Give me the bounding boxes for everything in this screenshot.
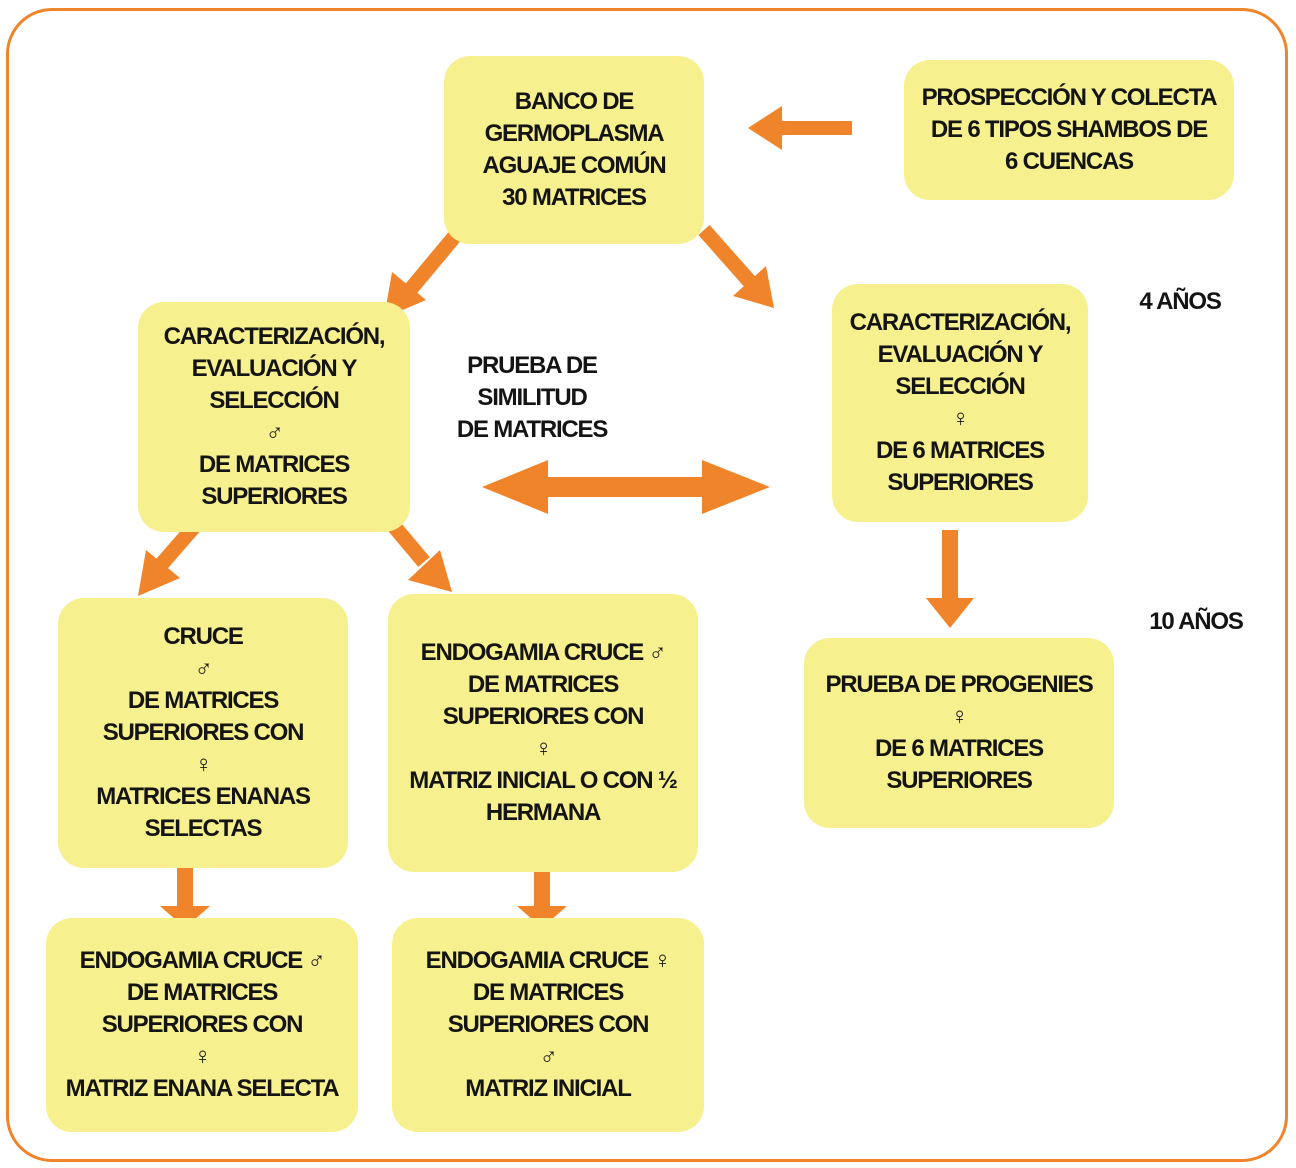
node-banco-germoplasma: BANCO DE GERMOPLASMA AGUAJE COMÚN 30 MAT…: [444, 56, 704, 244]
female-symbol: ♀: [193, 1043, 212, 1070]
node-text-line: ENDOGAMIA CRUCE ♂: [420, 639, 667, 666]
arrow-cruce-to-endogamia-bl: [160, 860, 210, 928]
node-text-line: MATRIZ INICIAL O CON ½: [409, 767, 678, 794]
node-text-line: DE MATRICES: [127, 687, 280, 714]
node-text-line: MATRIZ INICIAL: [465, 1075, 632, 1102]
label-10-anos: 10 AÑOS: [1134, 606, 1258, 638]
label-text-line: SIMILITUD: [477, 384, 587, 411]
female-symbol: ♀: [194, 751, 213, 778]
male-symbol: ♂: [194, 655, 213, 682]
node-text-line: BANCO DE: [514, 88, 635, 115]
node-prueba-progenies: PRUEBA DE PROGENIES ♀ DE 6 MATRICES SUPE…: [804, 638, 1114, 828]
node-text-line: SUPERIORES: [887, 469, 1034, 496]
node-text-line: DE MATRICES: [472, 979, 625, 1006]
arrow-prospeccion-to-banco: [748, 106, 852, 150]
node-text-line: DE 6 MATRICES: [876, 437, 1045, 464]
node-text-line: CARACTERIZACIÓN,: [163, 323, 386, 350]
node-text-line: CARACTERIZACIÓN,: [849, 309, 1072, 336]
node-text-line: SUPERIORES CON: [102, 719, 305, 746]
node-text-line: MATRICES ENANAS: [96, 783, 311, 810]
node-text-line: HERMANA: [485, 799, 601, 826]
node-cruce: CRUCE ♂ DE MATRICES SUPERIORES CON ♀ MAT…: [58, 598, 348, 868]
male-symbol: ♂: [539, 1043, 558, 1070]
female-symbol: ♀: [950, 703, 969, 730]
node-endogamia-bottom-mid: ENDOGAMIA CRUCE ♀ DE MATRICES SUPERIORES…: [392, 918, 704, 1132]
female-symbol: ♀: [534, 735, 553, 762]
node-text-line: DE 6 MATRICES: [875, 735, 1044, 762]
node-text-line: SUPERIORES CON: [442, 703, 645, 730]
arrow-similitud-double: [482, 460, 770, 514]
node-text-line: SUPERIORES: [886, 767, 1033, 794]
label-text-line: DE MATRICES: [456, 416, 609, 443]
node-caracterizacion-female: CARACTERIZACIÓN, EVALUACIÓN Y SELECCIÓN …: [832, 284, 1088, 522]
label-prueba-similitud: PRUEBA DE SIMILITUD DE MATRICES: [432, 350, 632, 446]
label-text-line: 4 AÑOS: [1139, 288, 1221, 315]
node-text-line: DE MATRICES: [126, 979, 279, 1006]
node-text-line: 6 CUENCAS: [1005, 148, 1134, 175]
female-symbol: ♀: [951, 405, 970, 432]
node-text-line: MATRIZ ENANA SELECTA: [65, 1075, 340, 1102]
node-text-line: SELECCIÓN: [209, 387, 339, 414]
node-text-line: SELECTAS: [144, 815, 263, 842]
node-text-line: ENDOGAMIA CRUCE ♀: [425, 947, 672, 974]
node-text-line: EVALUACIÓN Y: [877, 341, 1044, 368]
node-text-line: PRUEBA DE PROGENIES: [825, 671, 1093, 698]
node-text-line: SUPERIORES: [201, 483, 348, 510]
node-text-line: GERMOPLASMA: [484, 120, 665, 147]
node-text-line: DE 6 TIPOS SHAMBOS DE: [930, 116, 1208, 143]
node-text-line: CRUCE: [163, 623, 244, 650]
node-text-line: SELECCIÓN: [895, 373, 1025, 400]
node-endogamia-mid: ENDOGAMIA CRUCE ♂ DE MATRICES SUPERIORES…: [388, 594, 698, 872]
node-text-line: SUPERIORES CON: [101, 1011, 304, 1038]
node-text-line: 30 MATRICES: [502, 184, 647, 211]
label-4-anos: 4 AÑOS: [1124, 286, 1236, 318]
node-caracterizacion-male: CARACTERIZACIÓN, EVALUACIÓN Y SELECCIÓN …: [138, 302, 410, 532]
node-text-line: EVALUACIÓN Y: [191, 355, 358, 382]
diagram-frame: [6, 8, 1288, 1162]
node-endogamia-bottom-left: ENDOGAMIA CRUCE ♂ DE MATRICES SUPERIORES…: [46, 918, 358, 1132]
node-text-line: ENDOGAMIA CRUCE ♂: [79, 947, 326, 974]
node-text-line: SUPERIORES CON: [447, 1011, 650, 1038]
node-text-line: DE MATRICES: [198, 451, 351, 478]
male-symbol: ♂: [265, 419, 284, 446]
node-prospeccion-colecta: PROSPECCIÓN Y COLECTA DE 6 TIPOS SHAMBOS…: [904, 60, 1234, 200]
node-text-line: AGUAJE COMÚN: [482, 152, 667, 179]
arrow-endogamia-mid-to-endogamia-bm: [517, 860, 567, 928]
node-text-line: PROSPECCIÓN Y COLECTA: [921, 84, 1218, 111]
arrow-banco-to-caract-right: [698, 225, 774, 308]
label-text-line: PRUEBA DE: [467, 352, 598, 379]
label-text-line: 10 AÑOS: [1149, 608, 1244, 635]
node-text-line: DE MATRICES: [467, 671, 620, 698]
arrow-caract-right-to-progenies: [926, 530, 974, 628]
